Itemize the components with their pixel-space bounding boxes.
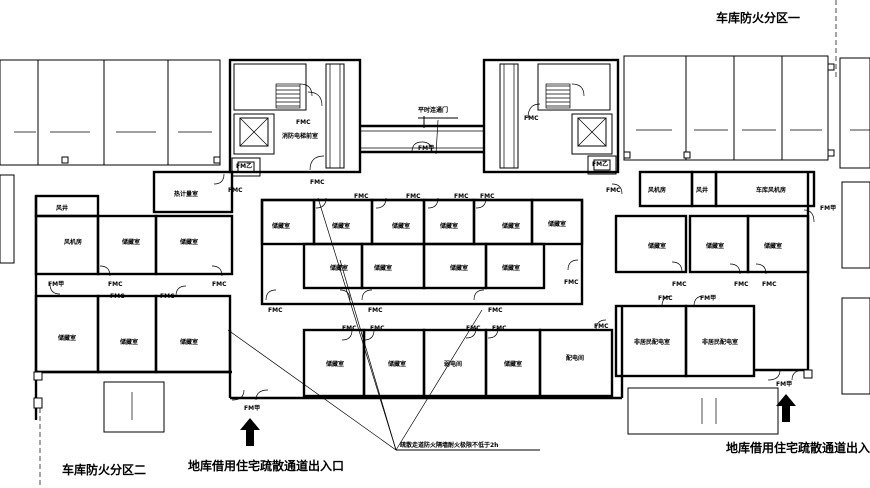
door-code: FMC bbox=[108, 281, 123, 288]
door-code: FMC bbox=[160, 293, 175, 300]
room-storage: 储藏室 bbox=[387, 360, 406, 368]
room-storage: 储藏室 bbox=[121, 238, 140, 246]
room-storage: 储藏室 bbox=[179, 238, 198, 246]
door-code: FMC bbox=[658, 295, 673, 302]
room-storage: 储藏室 bbox=[119, 338, 138, 346]
labels: 车库防火分区一 车库防火分区二 地库借用住宅疏散通道出入口 地库借用住宅疏散通道… bbox=[48, 10, 870, 477]
door-code: FMC bbox=[212, 281, 227, 288]
room-left-shaft: 风井 bbox=[56, 204, 68, 212]
parking-stalls bbox=[0, 55, 870, 435]
door-code: FMC bbox=[354, 193, 369, 200]
room-storage: 储藏室 bbox=[547, 220, 566, 228]
door-code: FMC bbox=[406, 193, 421, 200]
fire-compartment-boundary bbox=[39, 0, 837, 488]
room-garage-fan: 车库风机房 bbox=[756, 186, 786, 194]
door-code: FMC bbox=[488, 307, 503, 314]
door-code: FM甲 bbox=[48, 280, 64, 288]
room-storage: 储藏室 bbox=[501, 222, 520, 230]
room-right-fan: 风机房 bbox=[648, 186, 666, 194]
room-storage: 储藏室 bbox=[647, 242, 666, 250]
door-code: FM甲 bbox=[820, 204, 836, 212]
room-weak-current: 弱电间 bbox=[444, 360, 462, 368]
room-heat-meter: 热计量室 bbox=[174, 190, 198, 198]
room-non-resident-power-2: 非居民配电室 bbox=[702, 338, 738, 346]
room-left-fan: 风机房 bbox=[64, 238, 82, 246]
door-code: FMC bbox=[370, 325, 385, 332]
door-code: FMC bbox=[564, 279, 579, 286]
door-code: FM甲 bbox=[700, 294, 716, 302]
central-storage-block bbox=[260, 197, 584, 306]
door-code: FM乙 bbox=[592, 161, 608, 168]
door-code: FM乙 bbox=[236, 163, 252, 170]
room-storage: 储藏室 bbox=[391, 222, 410, 230]
door-code: FMC bbox=[492, 325, 507, 332]
door-code: FMC bbox=[454, 193, 469, 200]
door-code: FMC bbox=[762, 281, 777, 288]
connecting-corridor bbox=[360, 116, 484, 154]
exit-arrow-left bbox=[240, 418, 260, 446]
room-fire-elevator-lobby: 消防电梯前室 bbox=[282, 132, 318, 140]
door-code: FMC bbox=[672, 281, 687, 288]
room-storage: 储藏室 bbox=[331, 222, 350, 230]
room-storage: 储藏室 bbox=[373, 264, 392, 272]
door-code: FM甲 bbox=[418, 144, 434, 152]
door-code: FMC bbox=[342, 325, 357, 332]
room-power-distribution: 配电间 bbox=[566, 354, 584, 362]
door-code: FMC bbox=[310, 179, 325, 186]
exit-label-left: 地库借用住宅疏散通道出入口 bbox=[188, 458, 344, 473]
door-code: FMC bbox=[110, 293, 125, 300]
room-storage: 储藏室 bbox=[763, 242, 782, 250]
room-storage: 储藏室 bbox=[179, 338, 198, 346]
room-storage: 储藏室 bbox=[329, 264, 348, 272]
door-code: FMC bbox=[368, 307, 383, 314]
door-code: FM甲 bbox=[244, 404, 260, 412]
door-code: FMC bbox=[594, 323, 609, 330]
door-code: FMC bbox=[268, 307, 283, 314]
right-wing-rooms bbox=[611, 170, 816, 379]
room-non-resident-power-1: 非居民配电室 bbox=[634, 338, 670, 346]
exit-label-right: 地库借用住宅疏散通道出入口 bbox=[726, 440, 870, 455]
zone-label-1: 车库防火分区一 bbox=[716, 10, 800, 25]
door-code: FMC bbox=[606, 187, 621, 194]
room-storage: 储藏室 bbox=[501, 264, 520, 272]
room-storage: 储藏室 bbox=[503, 360, 522, 368]
room-storage: 储藏室 bbox=[705, 242, 724, 250]
door-code: FMC bbox=[480, 193, 495, 200]
lower-rooms bbox=[228, 306, 624, 400]
room-right-shaft: 风井 bbox=[696, 186, 708, 194]
room-storage: 储藏室 bbox=[325, 360, 344, 368]
exit-arrow-right bbox=[776, 394, 796, 422]
right-stair-core bbox=[482, 58, 620, 175]
note-leader-lines bbox=[227, 119, 540, 451]
fire-wall-note: 疏散走道防火隔墙耐火极限不低于2h bbox=[400, 441, 498, 449]
room-storage: 储藏室 bbox=[271, 222, 290, 230]
left-stair-core bbox=[228, 58, 362, 177]
door-code: FMC bbox=[524, 115, 539, 122]
door-code: FM甲 bbox=[776, 380, 792, 388]
exit-passages bbox=[231, 369, 805, 401]
room-storage: 储藏室 bbox=[57, 334, 76, 342]
left-wing-rooms bbox=[33, 170, 234, 420]
door-code: FMC bbox=[734, 281, 749, 288]
room-storage: 储藏室 bbox=[449, 264, 468, 272]
room-storage: 储藏室 bbox=[439, 222, 458, 230]
zone-label-2: 车库防火分区二 bbox=[62, 462, 146, 477]
door-code: FMC bbox=[466, 325, 481, 332]
door-code: FMC bbox=[228, 187, 243, 194]
door-code: FMC bbox=[296, 119, 311, 126]
corridor-label: 平时连通门 bbox=[418, 106, 448, 114]
